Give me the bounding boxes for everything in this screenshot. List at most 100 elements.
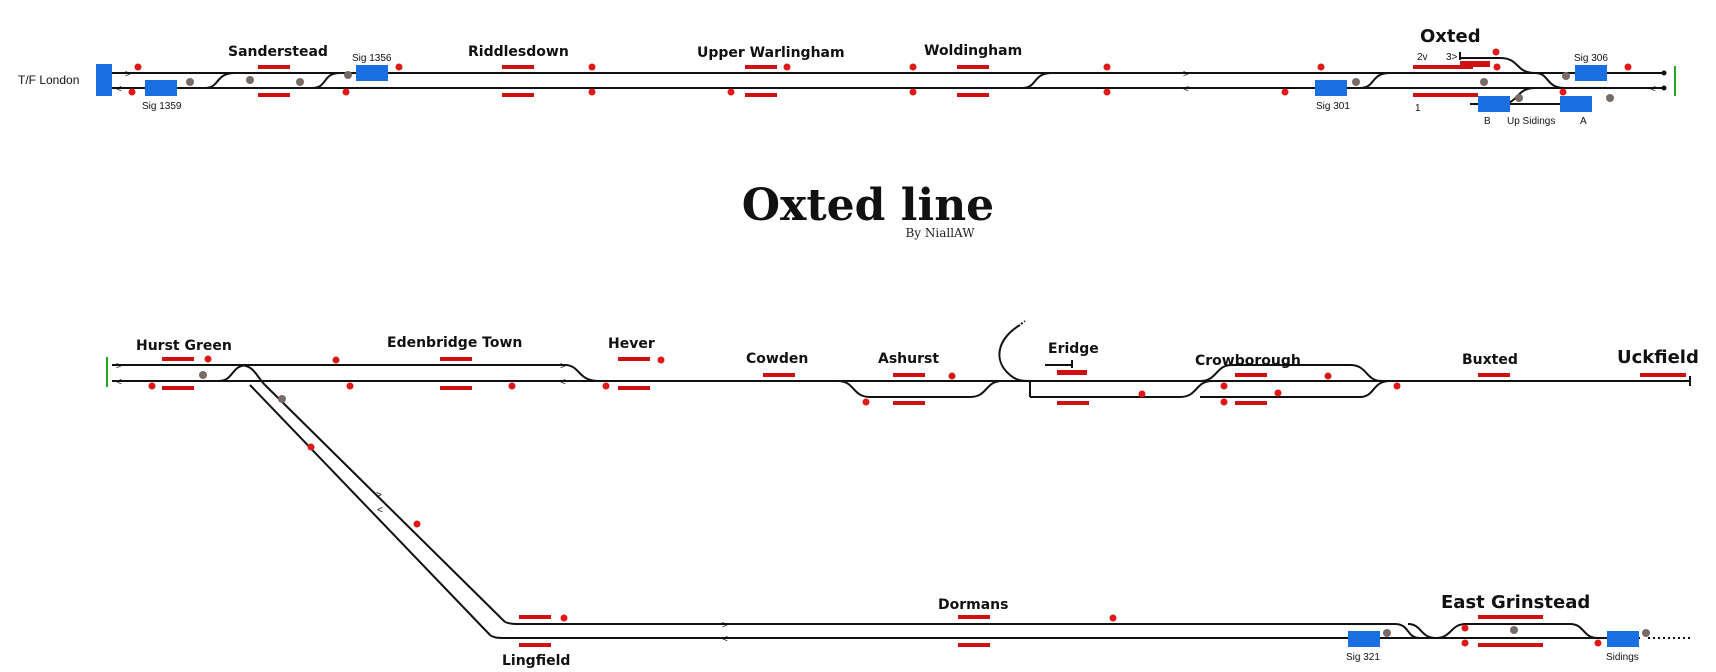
signal-light[interactable] bbox=[1281, 88, 1289, 96]
middle-section: > < > < bbox=[106, 320, 1699, 636]
signal-light[interactable] bbox=[1274, 389, 1282, 397]
station-cowden[interactable]: Cowden bbox=[746, 351, 808, 367]
signal-block-1359[interactable] bbox=[145, 80, 177, 96]
station-sanderstead[interactable]: Sanderstead bbox=[228, 44, 328, 60]
branch-curve bbox=[237, 364, 266, 386]
signal-light[interactable] bbox=[1492, 48, 1500, 56]
shunt-signal[interactable] bbox=[186, 78, 194, 86]
signal-light[interactable] bbox=[1138, 390, 1146, 398]
station-east-grinstead[interactable]: East Grinstead bbox=[1441, 592, 1590, 613]
signal-label-1356: Sig 1356 bbox=[352, 53, 392, 64]
signal-light[interactable] bbox=[508, 382, 516, 390]
station-crowborough[interactable]: Crowborough bbox=[1195, 353, 1301, 369]
shunt-signal[interactable] bbox=[199, 371, 207, 379]
direction-arrow: < bbox=[1183, 84, 1189, 95]
signal-light[interactable] bbox=[727, 88, 735, 96]
shunt-signal[interactable] bbox=[1352, 78, 1360, 86]
station-upper-warlingham[interactable]: Upper Warlingham bbox=[697, 45, 845, 61]
shunt-signal[interactable] bbox=[1606, 94, 1614, 102]
station-hever[interactable]: Hever bbox=[608, 336, 655, 352]
shunt-signal[interactable] bbox=[1642, 629, 1650, 637]
signal-light[interactable] bbox=[1220, 382, 1228, 390]
signal-light[interactable] bbox=[134, 63, 142, 71]
station-ashurst[interactable]: Ashurst bbox=[878, 351, 939, 367]
bottom-section: > < Lingfield Dormans East Grinstead Sig… bbox=[489, 592, 1690, 669]
ashurst-loop bbox=[837, 380, 1003, 398]
direction-arrow: < bbox=[116, 377, 122, 388]
signal-light[interactable] bbox=[1317, 63, 1325, 71]
signal-block-b[interactable] bbox=[1478, 96, 1510, 112]
platform bbox=[502, 93, 534, 97]
signal-light[interactable] bbox=[413, 520, 421, 528]
signal-light[interactable] bbox=[1103, 63, 1111, 71]
shunt-signal[interactable] bbox=[1510, 626, 1518, 634]
shunt-signal[interactable] bbox=[1515, 94, 1523, 102]
signal-light[interactable] bbox=[909, 88, 917, 96]
shunt-signal[interactable] bbox=[344, 71, 352, 79]
signal-light[interactable] bbox=[862, 398, 870, 406]
station-edenbridge-town[interactable]: Edenbridge Town bbox=[387, 335, 522, 351]
station-buxted[interactable]: Buxted bbox=[1462, 352, 1518, 368]
shunt-signal[interactable] bbox=[296, 78, 304, 86]
signal-light[interactable] bbox=[1109, 614, 1117, 622]
shunt-signal[interactable] bbox=[278, 395, 286, 403]
signal-light[interactable] bbox=[783, 63, 791, 71]
signal-light[interactable] bbox=[657, 356, 665, 364]
station-hurst-green[interactable]: Hurst Green bbox=[136, 338, 232, 354]
author-byline: By NiallAW bbox=[905, 226, 975, 240]
signal-light[interactable] bbox=[128, 88, 136, 96]
signal-block-sidings[interactable] bbox=[1607, 631, 1639, 647]
signal-light[interactable] bbox=[1324, 372, 1332, 380]
signal-light[interactable] bbox=[1594, 639, 1602, 647]
signal-light[interactable] bbox=[588, 88, 596, 96]
signal-light[interactable] bbox=[1461, 639, 1469, 647]
shunt-signal[interactable] bbox=[246, 76, 254, 84]
station-riddlesdown[interactable]: Riddlesdown bbox=[468, 44, 569, 60]
signal-light[interactable] bbox=[1461, 624, 1469, 632]
signal-label-sidings: Sidings bbox=[1606, 652, 1639, 663]
direction-arrow: > bbox=[560, 361, 566, 372]
signal-light[interactable] bbox=[346, 382, 354, 390]
signal-light[interactable] bbox=[1624, 63, 1632, 71]
signal-light[interactable] bbox=[342, 88, 350, 96]
signal-block-321[interactable] bbox=[1348, 631, 1380, 647]
station-lingfield[interactable]: Lingfield bbox=[502, 653, 570, 669]
signal-light[interactable] bbox=[560, 614, 568, 622]
crossover bbox=[204, 72, 236, 89]
signal-block-301[interactable] bbox=[1315, 80, 1347, 96]
signal-label-301: Sig 301 bbox=[1316, 101, 1350, 112]
signal-light[interactable] bbox=[948, 372, 956, 380]
signal-light[interactable] bbox=[602, 382, 610, 390]
signal-light[interactable] bbox=[1220, 398, 1228, 406]
platform bbox=[957, 93, 989, 97]
shunt-signal[interactable] bbox=[1480, 78, 1488, 86]
signal-light[interactable] bbox=[1493, 63, 1501, 71]
signal-light[interactable] bbox=[332, 356, 340, 364]
signal-light[interactable] bbox=[307, 443, 315, 451]
signal-light[interactable] bbox=[1103, 88, 1111, 96]
signal-light[interactable] bbox=[909, 63, 917, 71]
signal-block-306[interactable] bbox=[1575, 65, 1607, 81]
signal-light[interactable] bbox=[1559, 88, 1567, 96]
signal-block-a[interactable] bbox=[1560, 96, 1592, 112]
entry-block[interactable] bbox=[96, 64, 112, 96]
shunt-signal[interactable] bbox=[1383, 629, 1391, 637]
shunt-signal[interactable] bbox=[1562, 72, 1570, 80]
station-oxted[interactable]: Oxted bbox=[1420, 26, 1481, 47]
crossover bbox=[1407, 623, 1437, 639]
page-title: Oxted line bbox=[742, 180, 994, 231]
platform bbox=[618, 386, 650, 390]
signal-light[interactable] bbox=[1393, 382, 1401, 390]
signal-light[interactable] bbox=[148, 382, 156, 390]
branch-down-line bbox=[264, 384, 506, 623]
platform bbox=[958, 643, 990, 647]
signal-block-1356[interactable] bbox=[356, 65, 388, 81]
station-woldingham[interactable]: Woldingham bbox=[924, 43, 1022, 59]
station-eridge[interactable]: Eridge bbox=[1048, 341, 1099, 357]
station-uckfield[interactable]: Uckfield bbox=[1617, 347, 1699, 368]
signal-light[interactable] bbox=[588, 63, 596, 71]
signal-light[interactable] bbox=[395, 63, 403, 71]
signal-light[interactable] bbox=[204, 355, 212, 363]
station-dormans[interactable]: Dormans bbox=[938, 597, 1008, 613]
platform-oxted-2 bbox=[1413, 65, 1473, 69]
